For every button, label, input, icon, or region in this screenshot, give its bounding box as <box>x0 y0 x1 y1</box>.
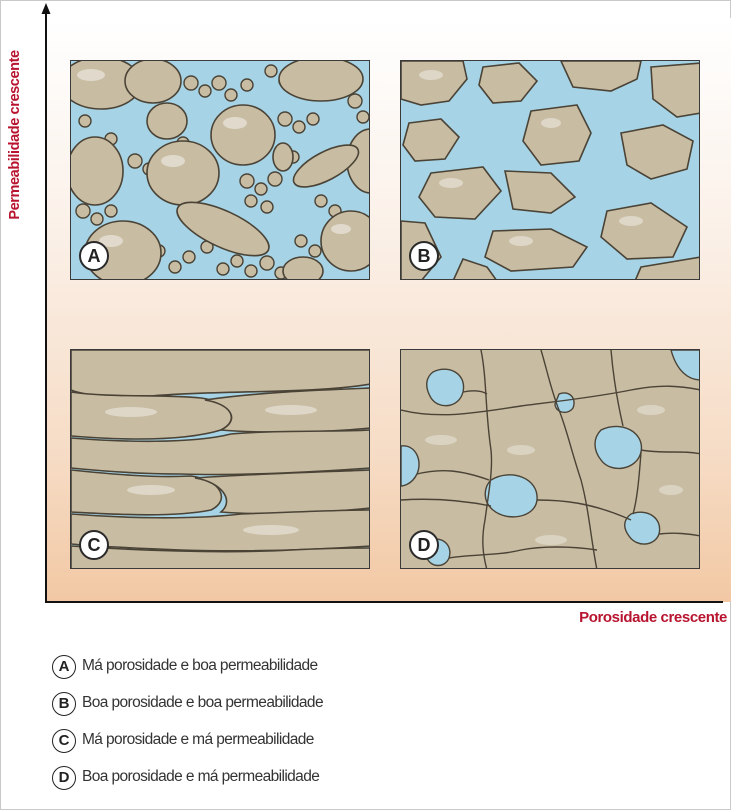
panel-a-illustration <box>71 61 370 280</box>
panel-d-illustration <box>401 350 700 569</box>
panel-b-illustration <box>401 61 700 280</box>
y-axis-arrow-icon <box>42 3 51 14</box>
legend-badge-b: B <box>52 692 76 716</box>
flattened-grains <box>71 350 370 569</box>
y-axis-label-text: Permeabilidade crescente <box>7 50 23 219</box>
legend-text-d: Boa porosidade e má permeabilidade <box>82 768 319 786</box>
panel-a: A <box>70 60 370 280</box>
legend-badge-c: C <box>52 729 76 753</box>
legend-text-c: Má porosidade e má permeabilidade <box>82 731 314 749</box>
legend-badge-a: A <box>52 655 76 679</box>
panel-d-badge: D <box>409 530 439 560</box>
legend-text-b: Boa porosidade e boa permeabilidade <box>82 694 323 712</box>
legend-text-a: Má porosidade e boa permeabilidade <box>82 657 318 675</box>
legend-badge-d: D <box>52 766 76 790</box>
panel-c-illustration <box>71 350 370 569</box>
panel-a-badge: A <box>79 241 109 271</box>
panel-b-badge: B <box>409 241 439 271</box>
panel-c: C <box>70 349 370 569</box>
panel-d: D <box>400 349 700 569</box>
x-axis-label: Porosidade crescente <box>579 609 727 626</box>
y-axis-label: Permeabilidade crescente <box>4 20 26 250</box>
panel-c-badge: C <box>79 530 109 560</box>
panel-b: B <box>400 60 700 280</box>
